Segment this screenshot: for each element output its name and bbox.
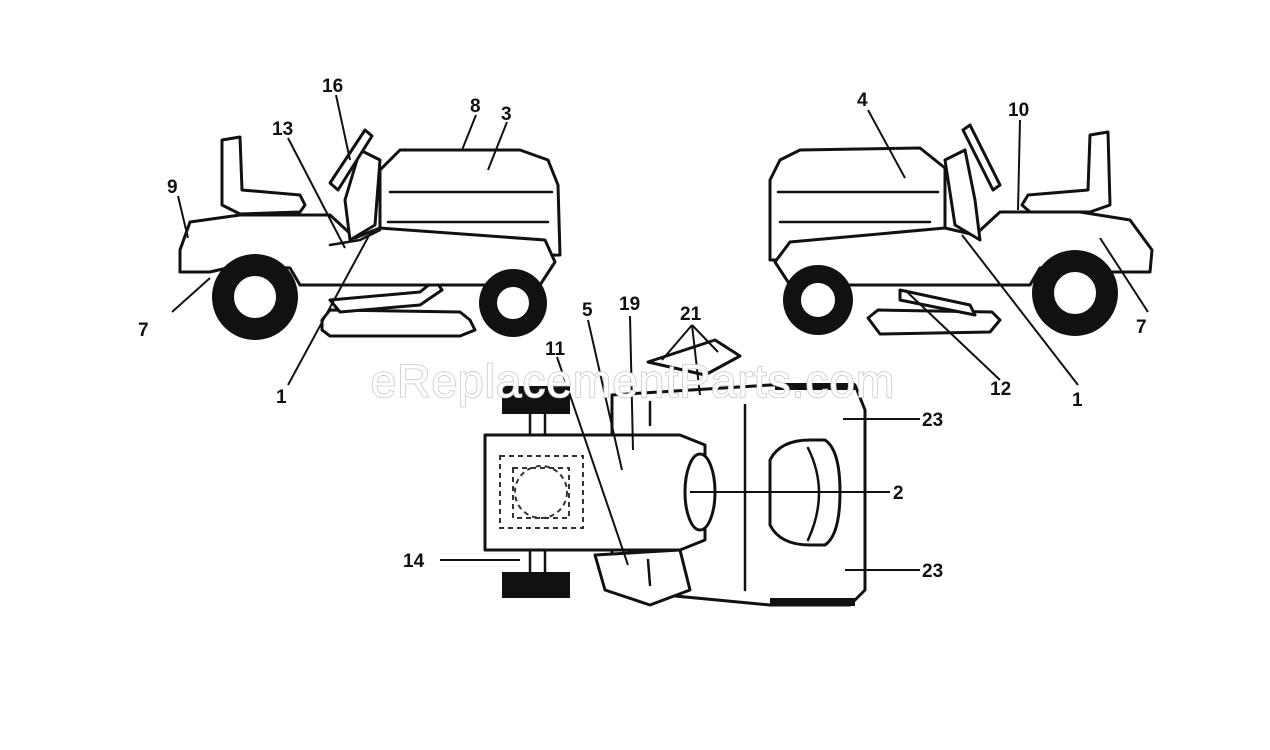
callout-label: 19: [619, 294, 640, 315]
left-steering-wheel: [328, 128, 374, 192]
callout-label: 21: [680, 304, 702, 325]
callout-label: 16: [322, 76, 343, 97]
right-seat: [1020, 130, 1112, 214]
callout-label: 23: [922, 410, 943, 431]
left-tractor-view: [178, 128, 562, 340]
right-steering-wheel: [961, 123, 1002, 192]
callout-numbers: 16 8 3 13 9 7 1 4 10 7 12 1 5 19 21 11 2…: [138, 76, 1147, 582]
callout-label: 1: [276, 387, 287, 408]
callout-label: 1: [1072, 390, 1083, 411]
callout-label: 12: [990, 379, 1011, 400]
left-chassis: [178, 213, 557, 287]
callout-label: 5: [582, 300, 593, 321]
top-engine-outline: [499, 455, 584, 529]
top-tractor-view: [483, 338, 867, 607]
left-mower-deck: [320, 308, 477, 338]
callout-label: 7: [138, 320, 149, 341]
top-front-tire-lower: [502, 572, 570, 598]
callout-label: 4: [857, 90, 868, 111]
callout-label: 23: [922, 561, 943, 582]
callout-label: 2: [893, 483, 904, 504]
callout-label: 7: [1136, 317, 1147, 338]
callout-label: 9: [167, 177, 178, 198]
callout-label: 3: [501, 104, 512, 125]
callout-label: 8: [470, 96, 481, 117]
leader-lines: [171, 94, 1149, 571]
right-mower-deck: [866, 308, 1002, 336]
callout-label: 14: [403, 551, 425, 572]
top-front-tire-upper: [502, 386, 570, 414]
right-deck-lever: [898, 288, 977, 317]
right-chassis: [773, 210, 1154, 287]
right-dash: [943, 148, 982, 242]
top-hood: [483, 433, 707, 552]
top-seat-back: [646, 338, 742, 377]
watermark-text: eReplacementParts.com: [371, 355, 896, 407]
callout-label: 10: [1008, 100, 1029, 121]
callout-label: 13: [272, 119, 293, 140]
left-seat: [220, 135, 307, 216]
left-deck-lever: [328, 278, 444, 314]
callout-label: 11: [545, 339, 566, 360]
right-tractor-view: [768, 123, 1154, 336]
